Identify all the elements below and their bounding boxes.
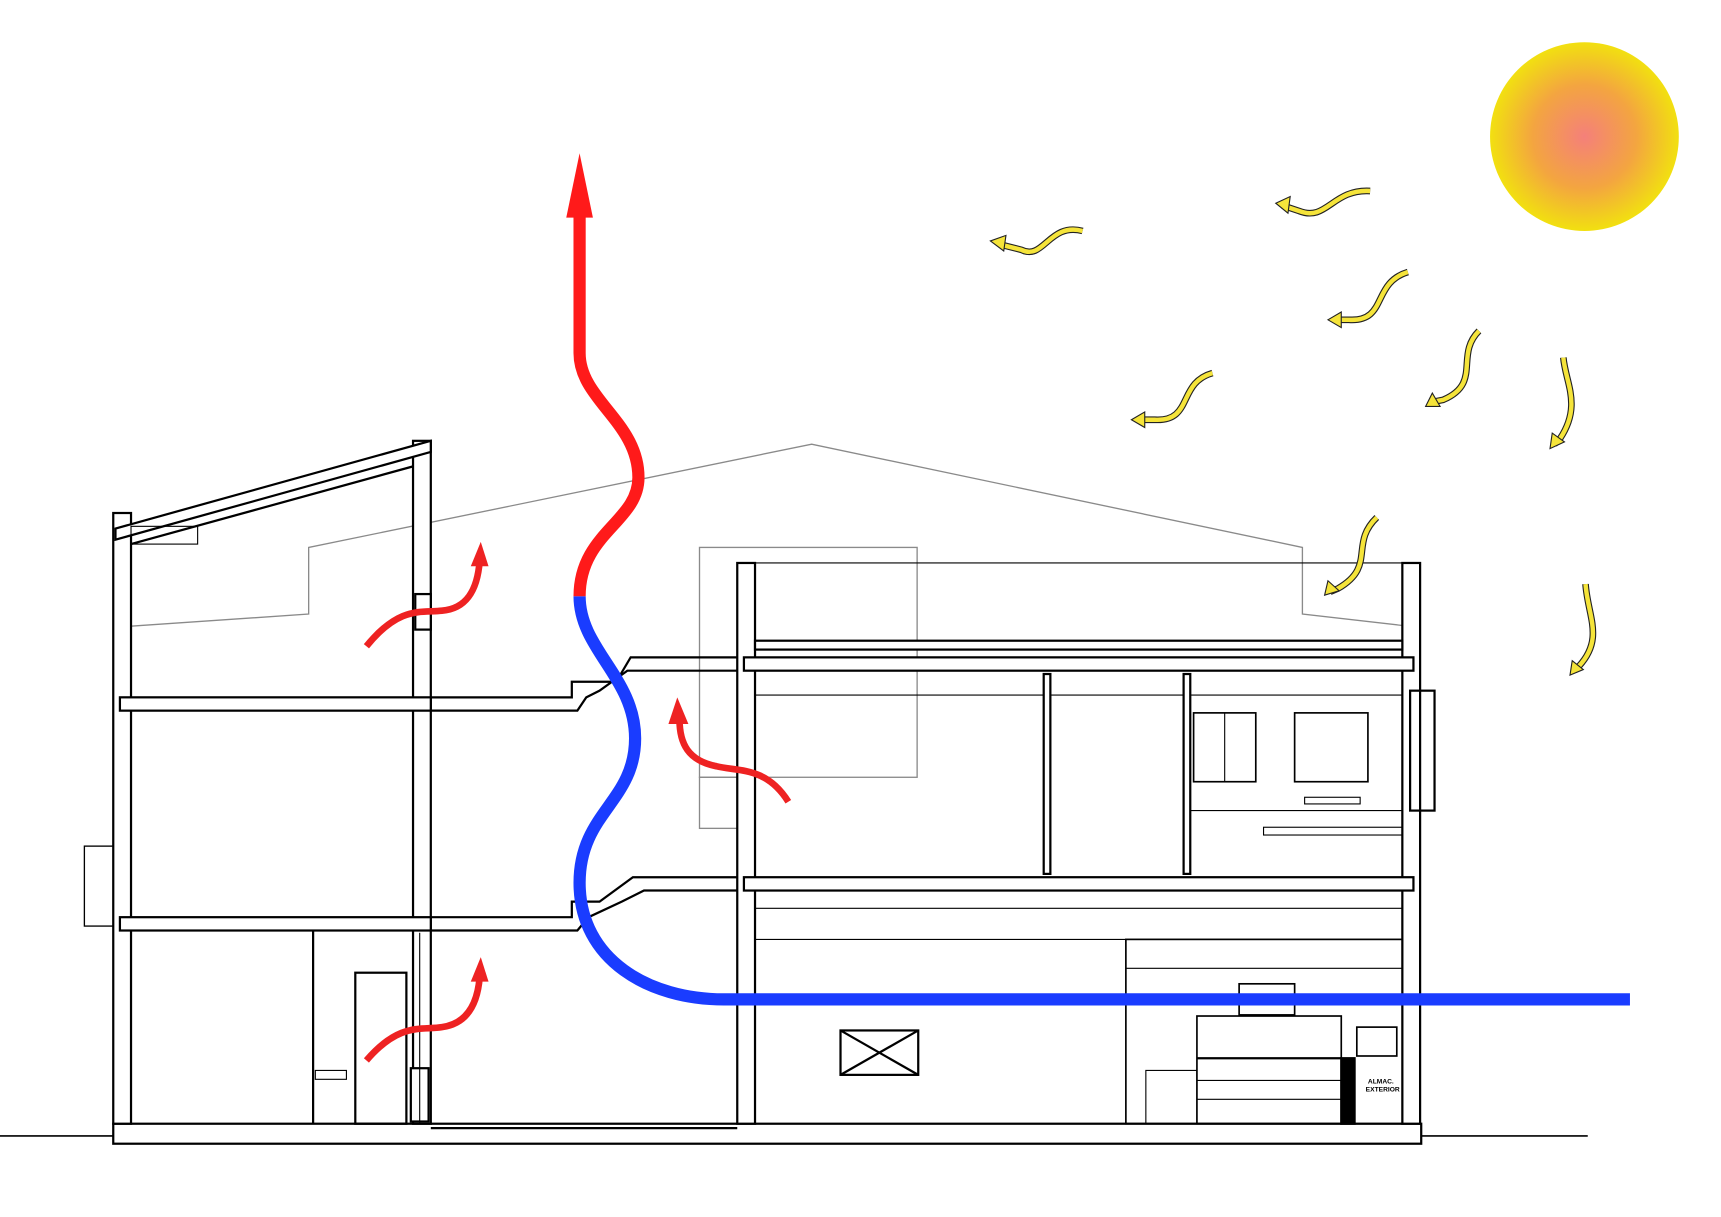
warm-air-arrow [668, 697, 792, 804]
warm-air-arrow [363, 957, 489, 1063]
ground [0, 1122, 1588, 1145]
warm-air-arrow [363, 541, 489, 649]
background-outline [113, 443, 1420, 830]
right-building [736, 561, 1436, 1125]
storage-label-line1: ALMAC. [1368, 1079, 1394, 1086]
cool-air-flow [573, 595, 1630, 1006]
solar-radiation-arrows [989, 187, 1597, 677]
sun [1490, 42, 1679, 231]
hot-air-flow [573, 210, 645, 597]
hot-air-arrowhead [566, 153, 593, 218]
warm-air-arrows [363, 541, 792, 1063]
storage-label-line2: EXTERIOR [1366, 1087, 1400, 1094]
left-building [83, 439, 432, 1125]
